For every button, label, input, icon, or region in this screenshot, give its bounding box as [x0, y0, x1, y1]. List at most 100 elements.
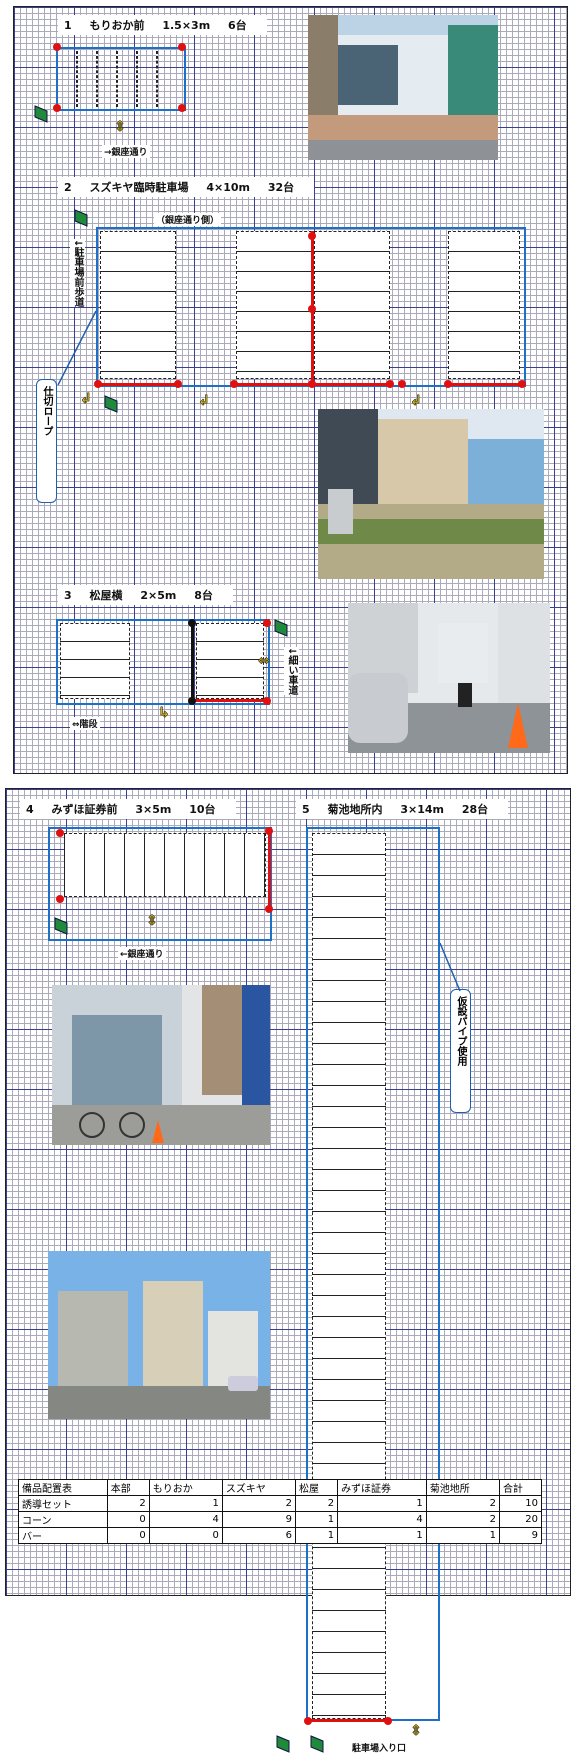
- table-cell: 1: [295, 1527, 339, 1544]
- cone-marker: [265, 827, 273, 835]
- cone-marker: [265, 905, 273, 913]
- callout-pointer: [439, 942, 461, 992]
- cone-marker: [53, 43, 61, 51]
- stairs-label: ⇔階段: [70, 717, 100, 730]
- flag-icon: [104, 395, 118, 413]
- section-name: 松屋横: [89, 589, 123, 602]
- parking-block: [60, 623, 130, 699]
- table-cell: 9: [498, 1527, 543, 1544]
- cone-marker: [230, 380, 238, 388]
- table-cell: 1: [425, 1527, 500, 1544]
- sidewalk-label: ↓駐車場前歩道: [70, 239, 85, 308]
- table-cell: 4: [337, 1511, 427, 1528]
- bar-line: [268, 831, 271, 911]
- double-arrow-icon: ⇕: [146, 913, 158, 930]
- section-3-title: 3 松屋横 2×5m 8台: [58, 585, 233, 605]
- cone-marker: [178, 104, 186, 112]
- table-cell: 9: [221, 1511, 297, 1528]
- section-size: 2×5m: [140, 589, 177, 602]
- section-count: 32台: [267, 181, 295, 194]
- turn-arrow-icon: ↲: [198, 393, 210, 410]
- cone-marker: [308, 305, 316, 313]
- section-count: 6台: [228, 19, 247, 32]
- parking-block: [312, 833, 386, 1719]
- cone-marker: [398, 380, 406, 388]
- row-label: コーン: [18, 1511, 108, 1528]
- section-count: 8台: [194, 589, 213, 602]
- section-5-title: 5 菊池地所内 3×14m 28台: [296, 799, 509, 819]
- sheet-bottom: 4 みずほ証券前 3×5m 10台 ⇕ ←銀座通り 5 菊池地所内 3×14m: [5, 788, 571, 1754]
- double-arrow-icon: ⇕: [410, 1723, 422, 1740]
- section-no: 2: [64, 181, 72, 194]
- flag-icon: [310, 1735, 324, 1753]
- cone-marker: [308, 232, 316, 240]
- parking-block: [448, 231, 520, 379]
- flag-icon: [34, 105, 48, 123]
- pipe-callout: 仮設パイプ使用: [450, 989, 471, 1113]
- section-no: 4: [26, 803, 34, 816]
- parking-block: [236, 231, 312, 379]
- row-label: 誘導セット: [18, 1495, 108, 1512]
- lot-1: [56, 47, 186, 111]
- cone-marker: [304, 1717, 312, 1725]
- lot-4: [48, 827, 272, 941]
- section-no: 5: [302, 803, 310, 816]
- bar-marker: [188, 697, 196, 705]
- section-1-title: 1 もりおか前 1.5×3m 6台: [58, 15, 267, 35]
- parking-stall: [136, 51, 138, 107]
- section-name: 菊池地所内: [327, 803, 383, 816]
- table-cell: 0: [148, 1527, 223, 1544]
- table-cell: 1: [148, 1495, 223, 1512]
- table-cell: 2: [106, 1495, 150, 1512]
- table-cell: 1: [337, 1495, 427, 1512]
- row-label: バー: [18, 1527, 108, 1544]
- table-row: コーン 0 4 9 1 4 2 20: [18, 1511, 543, 1528]
- table-cell: 2: [425, 1495, 500, 1512]
- sheet-top: 1 もりおか前 1.5×3m 6台 ⇕ →銀座通り 2 スズキヤ臨時駐車場 4×…: [13, 6, 568, 774]
- table-cell: 10: [498, 1495, 543, 1512]
- table-cell: 6: [221, 1527, 297, 1544]
- parking-block: [314, 231, 390, 379]
- table-header: 菊池地所: [425, 1479, 500, 1496]
- turn-arrow-icon: ↲: [80, 391, 92, 408]
- section-name: みずほ証券前: [51, 803, 118, 816]
- cone-marker: [263, 697, 271, 705]
- table-cell: 1: [295, 1511, 339, 1528]
- bar-marker: [188, 619, 196, 627]
- double-arrow-icon: ⇔: [258, 653, 270, 670]
- parking-stall: [116, 51, 118, 107]
- flag-icon: [74, 209, 88, 227]
- photo-bank: [52, 985, 270, 1145]
- bar-line: [448, 383, 522, 386]
- section-count: 10台: [189, 803, 216, 816]
- photo-storefront: [308, 15, 498, 160]
- cone-marker: [174, 380, 182, 388]
- table-cell: 0: [106, 1511, 150, 1528]
- parking-block: [196, 623, 264, 699]
- table-cell: 2: [221, 1495, 297, 1512]
- table-row: バー 0 0 6 1 1 1 9: [18, 1527, 543, 1544]
- section-no: 3: [64, 589, 72, 602]
- section-size: 3×14m: [400, 803, 444, 816]
- street-label: ←銀座通り: [118, 947, 166, 960]
- parking-stall: [96, 51, 98, 107]
- table-header-row: 備品配置表 本部 もりおか スズキヤ 松屋 みずほ証券 菊池地所 合計: [18, 1479, 543, 1496]
- table-cell: 2: [295, 1495, 339, 1512]
- cone-marker: [94, 380, 102, 388]
- section-count: 28台: [461, 803, 489, 816]
- table-cell: 1: [337, 1527, 427, 1544]
- cone-marker: [53, 104, 61, 112]
- cone-marker: [386, 380, 394, 388]
- cone-marker: [518, 380, 526, 388]
- table-header: スズキヤ: [221, 1479, 297, 1496]
- cone-marker: [56, 895, 64, 903]
- flag-icon: [276, 1735, 290, 1753]
- table-header: もりおか: [148, 1479, 223, 1496]
- callout-pointer: [57, 310, 97, 386]
- table-cell: 2: [425, 1511, 500, 1528]
- entrance-label: 駐車場入り口: [350, 1741, 409, 1754]
- table-header: 松屋: [295, 1479, 339, 1496]
- rope-callout: 仕切ロープ: [36, 379, 57, 503]
- parking-stall: [156, 51, 158, 107]
- table-header: みずほ証券: [337, 1479, 427, 1496]
